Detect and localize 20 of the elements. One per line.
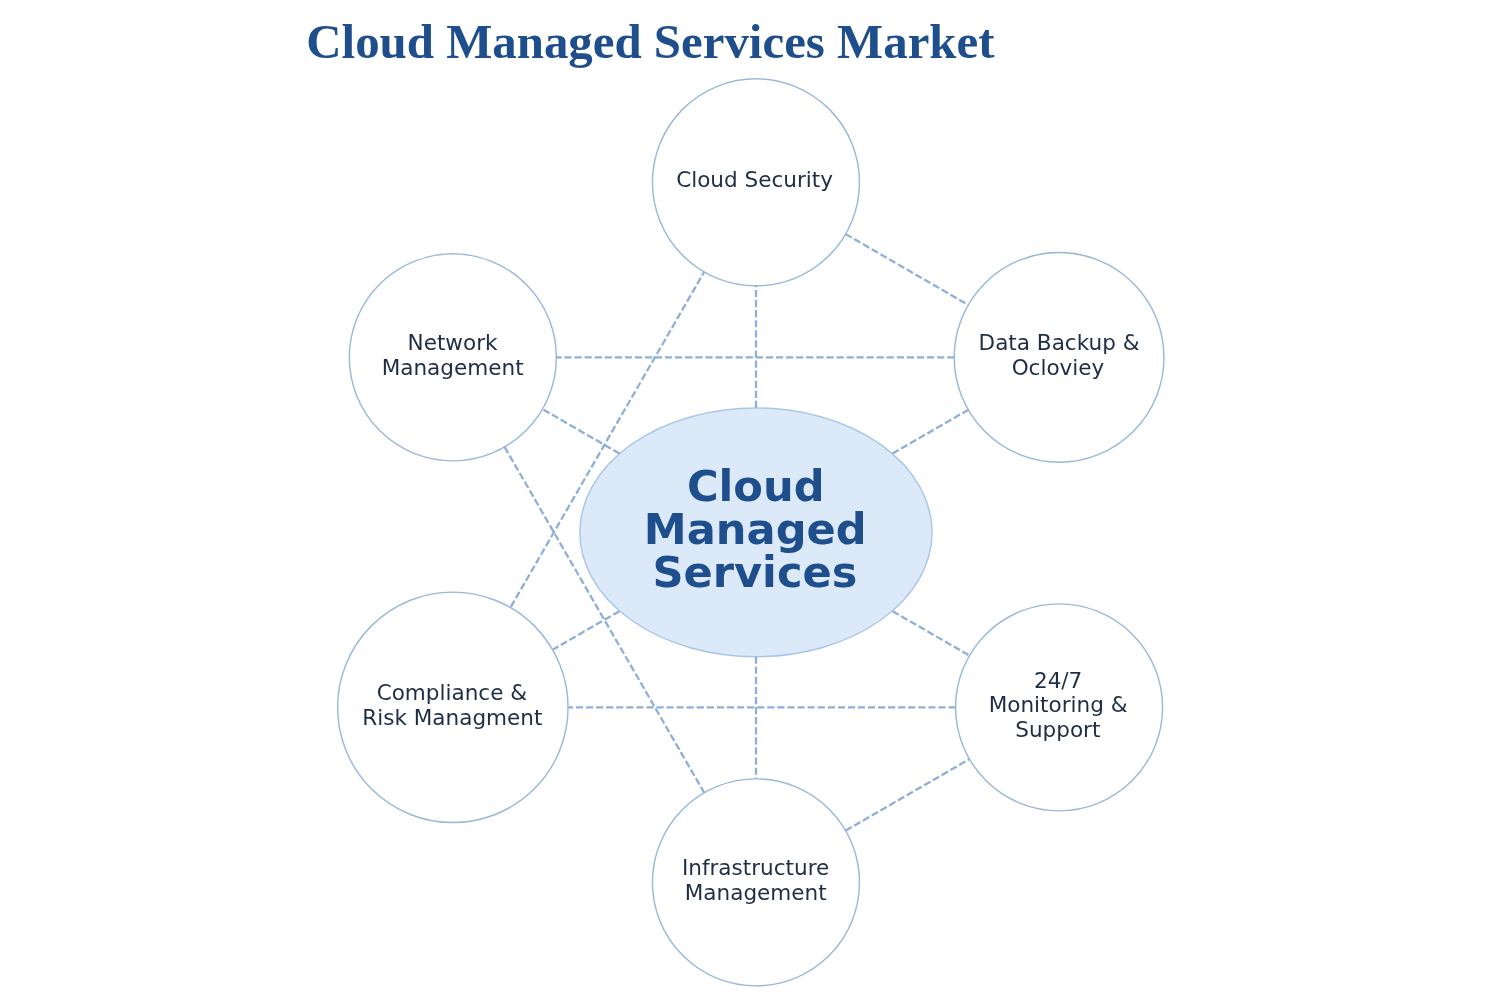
diagram-title: Cloud Managed Services Market (305, 13, 994, 69)
node-ellipse: Cloud Managed Services (578, 407, 933, 658)
connector (891, 408, 969, 455)
connector (552, 610, 620, 651)
connector (509, 271, 705, 608)
node-circle: Data Backup & Ocloviey (953, 251, 1165, 463)
node-circle: Network Management (348, 253, 557, 462)
connector (891, 610, 970, 657)
connector (555, 356, 954, 359)
connector (541, 408, 620, 455)
connector (567, 706, 956, 709)
node-circle: Cloud Security (651, 78, 860, 287)
connector (754, 656, 757, 779)
connector (503, 446, 705, 794)
node-circle: 24/7 Monitoring & Support (954, 603, 1163, 812)
connector (844, 758, 970, 832)
node-circle: Compliance & Risk Managment (336, 591, 569, 824)
connector (844, 233, 969, 306)
connector (754, 286, 757, 408)
node-circle: Infrastructure Management (651, 778, 860, 987)
